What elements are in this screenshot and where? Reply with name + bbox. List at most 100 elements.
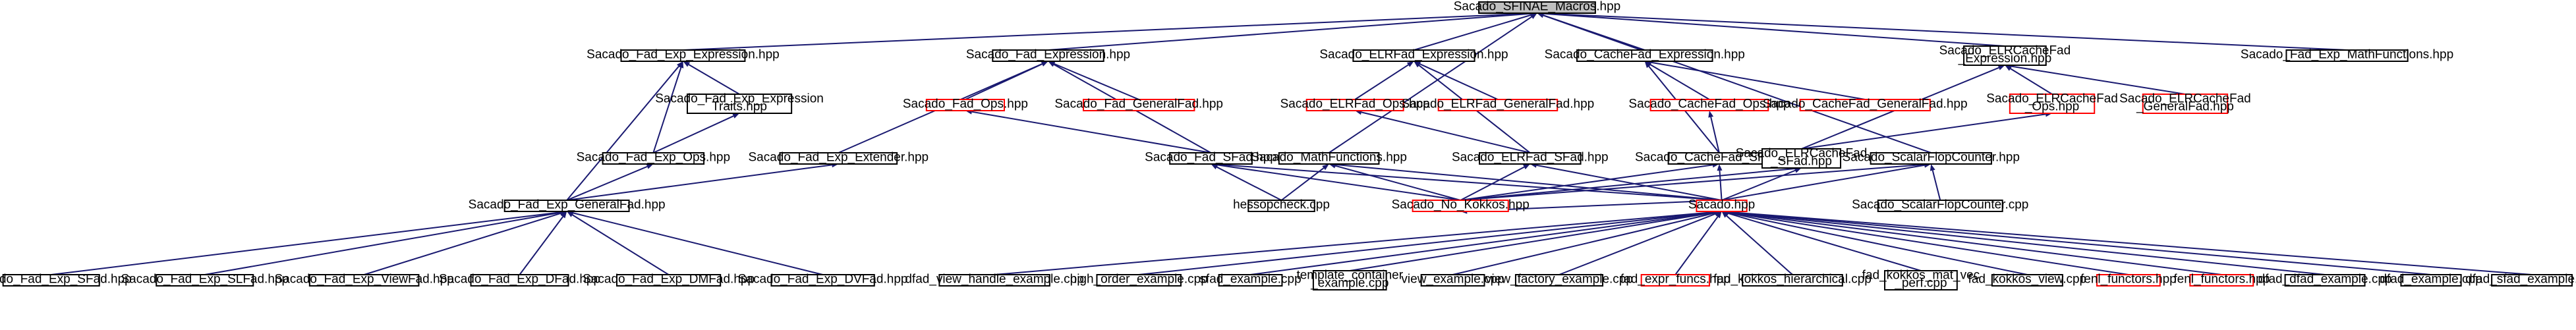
node-fadgeneral[interactable]: Sacado_Fad_GeneralFad.hpp	[1054, 97, 1223, 111]
node-fadops[interactable]: Sacado_Fad_Ops.hpp	[903, 97, 1028, 111]
node-ex6[interactable]: view_factory_example.cpp	[1485, 273, 1633, 287]
node-box	[156, 274, 254, 287]
node-box	[1096, 274, 1182, 287]
node-ex15[interactable]: dfad_sfad_example.cpp	[2465, 273, 2576, 287]
node-ex4[interactable]: template_container_example.cpp	[1296, 269, 1404, 290]
node-label: Sacado_ELRCacheFad	[2119, 92, 2251, 106]
node-box	[1963, 45, 2047, 66]
node-elrcacheops[interactable]: Sacado_ELRCacheFad_Ops.hpp	[1986, 92, 2118, 114]
node-nokokkos[interactable]: Sacado_No_Kokkos.hpp	[1392, 198, 1530, 212]
node-expdvfad[interactable]: Sacado_Fad_Exp_DVFad.hpp	[738, 273, 908, 287]
node-box	[1437, 99, 1559, 111]
arrowhead	[1523, 164, 1530, 170]
node-elrexpr[interactable]: Sacado_ELRFad_Expression.hpp	[1319, 48, 1508, 62]
node-sacado[interactable]: Sacado.hpp	[1688, 198, 1755, 212]
arrowhead	[1322, 164, 1329, 171]
node-expviewfad[interactable]: Sacado_Fad_Exp_ViewFad.hpp	[275, 273, 454, 287]
node-hessop[interactable]: hessopcheck.cpp	[1233, 198, 1330, 212]
node-label: Sacado_Fad_Exp_Expression	[655, 92, 824, 106]
edge-expgeneral-to-fadexpexpr	[566, 61, 683, 201]
node-box	[1247, 200, 1315, 212]
node-scalarflop[interactable]: Sacado_ScalarFlopCounter.hpp	[1843, 151, 2020, 165]
edge-expops-to-fadexpexpr	[652, 61, 684, 153]
node-ex14[interactable]: dfad_example.cpp	[2380, 273, 2482, 287]
node-cacheops[interactable]: Sacado_CacheFad_Ops.hpp	[1628, 97, 1790, 111]
node-label: Sacado_ScalarFlopCounter.hpp	[1843, 151, 2020, 165]
arrowhead	[1997, 65, 2005, 70]
node-label: _GeneralFad.hpp	[2136, 100, 2234, 114]
node-ex2[interactable]: high_order_example.cpp	[1070, 273, 1208, 287]
node-label: Sacado_ELRFad_Ops.hpp	[1280, 97, 1430, 111]
node-label: fenl_functors.hpp	[2080, 273, 2177, 287]
node-label: fad_kokkos_hierarchical.cpp	[1713, 273, 1872, 287]
node-expgeneral[interactable]: Sacado_Fad_Exp_GeneralFad.hpp	[469, 198, 666, 212]
node-box	[1479, 152, 1582, 165]
node-elrsfad[interactable]: Sacado_ELRFad_SFad.hpp	[1452, 151, 1609, 165]
node-label: Sacado_Fad_SFad.hpp	[1145, 151, 1277, 165]
node-mathfunctions[interactable]: Sacado_MathFunctions.hpp	[1251, 151, 1407, 165]
node-box	[938, 274, 1050, 287]
edge-nokokkos-to-elrsfad	[1460, 164, 1530, 201]
node-elrgeneral[interactable]: Sacado_ELRFad_GeneralFad.hpp	[1402, 97, 1595, 111]
node-fadexpexpr[interactable]: Sacado_Fad_Exp_Expression.hpp	[587, 48, 780, 62]
arrowhead	[1530, 13, 1537, 19]
node-label: Sacado_Fad_Exp_DMFad.hpp	[583, 273, 755, 287]
node-box	[1169, 152, 1253, 165]
edge-expgeneral-to-expextender	[567, 162, 839, 201]
node-expdmfad[interactable]: Sacado_Fad_Exp_DMFad.hpp	[583, 273, 755, 287]
node-label: dfad_sfad_example.cpp	[2465, 273, 2576, 287]
node-root[interactable]: Sacado_SFINAE_Macros.hpp	[1454, 0, 1620, 14]
node-ex10[interactable]: fad_kokkos_view.cpp	[1968, 273, 2087, 287]
node-label: _perf.cpp	[1894, 277, 1947, 290]
node-box	[2284, 274, 2366, 287]
node-scalarflopcpp[interactable]: Sacado_ScalarFlopCounter.cpp	[1852, 198, 2028, 212]
node-label: Sacado_No_Kokkos.hpp	[1392, 198, 1530, 212]
node-expslfad[interactable]: Sacado_Fad_Exp_SLFad.hpp	[121, 273, 289, 287]
edge-fadsfad-to-fadops	[965, 109, 1211, 153]
node-box	[2096, 274, 2161, 287]
node-box	[1576, 49, 1713, 62]
node-ex12[interactable]: fenl_functors.hpp	[2173, 273, 2270, 287]
node-expsfad[interactable]: Sacado_Fad_Exp_SFad.hpp	[0, 273, 132, 287]
node-label: _example.cpp	[1310, 277, 1388, 290]
node-ex3[interactable]: sfad_example.cpp	[1199, 273, 1302, 287]
node-label: dfad_view_handle_example.cpp	[905, 273, 1083, 287]
node-label: Sacado_ELRFad_SFad.hpp	[1452, 151, 1609, 165]
node-elrcachegeneral[interactable]: Sacado_ELRCacheFad_GeneralFad.hpp	[2119, 92, 2251, 114]
node-elrops[interactable]: Sacado_ELRFad_Ops.hpp	[1280, 97, 1430, 111]
edge-ex15-to-sacado	[1721, 209, 2533, 275]
node-label: Sacado_Fad_Exp_SFad.hpp	[0, 273, 132, 287]
arrowhead	[1048, 61, 1056, 67]
node-ex9[interactable]: fad_kokkos_mat_vec_perf.cpp	[1862, 269, 1980, 290]
node-elrcachesfad[interactable]: Sacado_ELRCacheFad_SFad.hpp	[1736, 147, 1868, 169]
node-expdfad[interactable]: Sacado_Fad_Exp_DFad.hpp	[439, 273, 600, 287]
arrowhead	[683, 61, 691, 67]
node-cacheexpr[interactable]: Sacado_CacheFad_Expression.hpp	[1545, 48, 1745, 62]
node-expextender[interactable]: Sacado_Fad_Exp_Extender.hpp	[749, 151, 929, 165]
node-ex1[interactable]: dfad_view_handle_example.cpp	[905, 273, 1084, 287]
node-cachesfad[interactable]: Sacado_CacheFad_SFad.hpp	[1635, 151, 1804, 165]
node-label: view_factory_example.cpp	[1485, 273, 1633, 287]
edge-expgeneral-to-expops	[566, 164, 654, 201]
arrowhead	[1721, 211, 1729, 218]
node-fadexpr[interactable]: Sacado_Fad_Expression.hpp	[966, 48, 1130, 62]
node-ex11[interactable]: fenl_functors.hpp	[2080, 273, 2177, 287]
node-ex13[interactable]: dfad_dfad_example.cpp	[2258, 273, 2392, 287]
node-mathfuncs[interactable]: Sacado_Fad_Exp_MathFunctions.hpp	[2241, 48, 2453, 62]
node-ex7[interactable]: fad_expr_funcs.hpp	[1620, 273, 1731, 287]
edge-nokokkos-to-mathfunctions	[1329, 163, 1461, 201]
node-ex5[interactable]: view_example.cpp	[1401, 273, 1504, 287]
edge-elrsfad-to-elrops	[1355, 109, 1531, 153]
node-label: Sacado_ELRFad_Expression.hpp	[1319, 48, 1508, 62]
node-elrcacheexpr[interactable]: Sacado_ELRCacheFad_Expression.hpp	[1939, 44, 2071, 66]
node-label: fenl_functors.hpp	[2173, 273, 2270, 287]
node-ex8[interactable]: fad_kokkos_hierarchical.cpp	[1713, 273, 1872, 287]
node-cachegeneral[interactable]: Sacado_CacheFad_GeneralFad.hpp	[1763, 97, 1968, 111]
node-box	[779, 152, 898, 165]
node-box	[2142, 94, 2229, 114]
node-box	[602, 152, 705, 165]
node-expops[interactable]: Sacado_Fad_Exp_Ops.hpp	[577, 151, 730, 165]
node-fadsfad[interactable]: Sacado_Fad_SFad.hpp	[1145, 151, 1277, 165]
